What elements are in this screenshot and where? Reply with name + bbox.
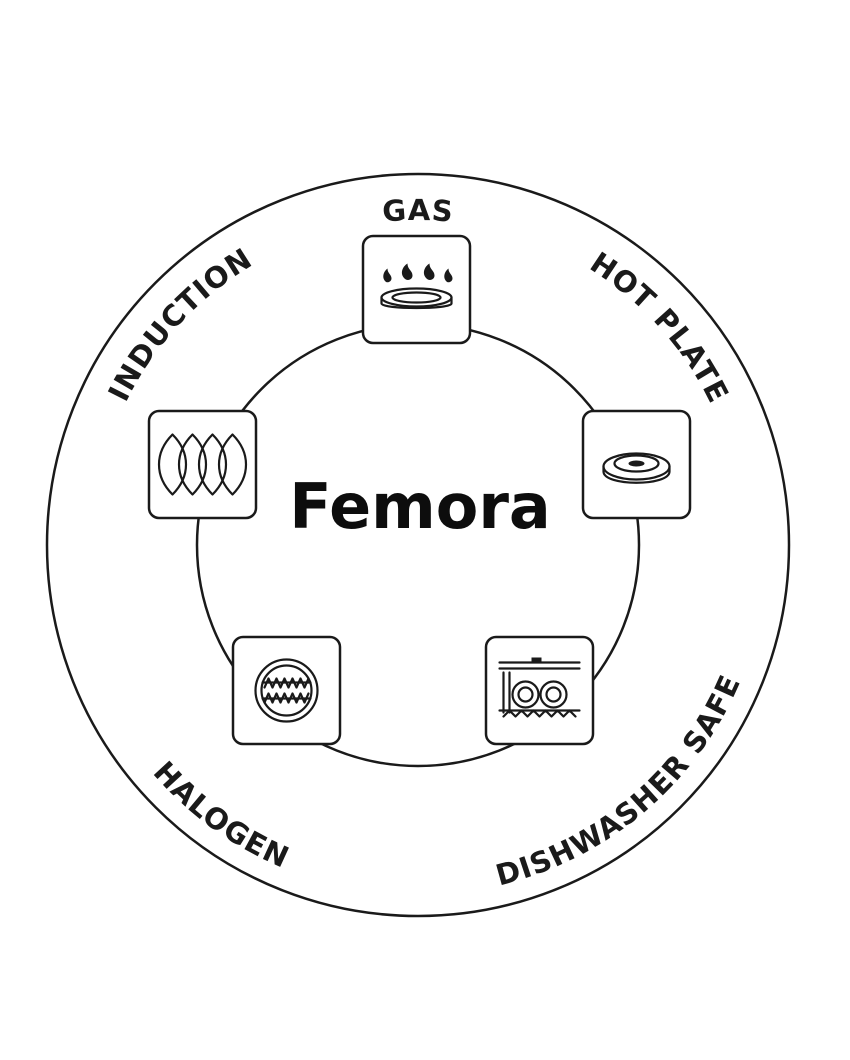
induction-coil-icon (147, 409, 258, 520)
label-halogen: HALOGEN (147, 755, 295, 875)
hot-plate-icon (581, 409, 692, 520)
outer-ring (45, 172, 791, 918)
gas-burner-icon (361, 234, 472, 345)
brand-title: Femora (289, 470, 551, 543)
label-induction: INDUCTION (101, 241, 258, 406)
halogen-icon (231, 635, 342, 746)
label-hot-plate: HOT PLATE (584, 245, 735, 408)
label-gas: GAS (381, 193, 455, 229)
dishwasher-icon (484, 635, 595, 746)
